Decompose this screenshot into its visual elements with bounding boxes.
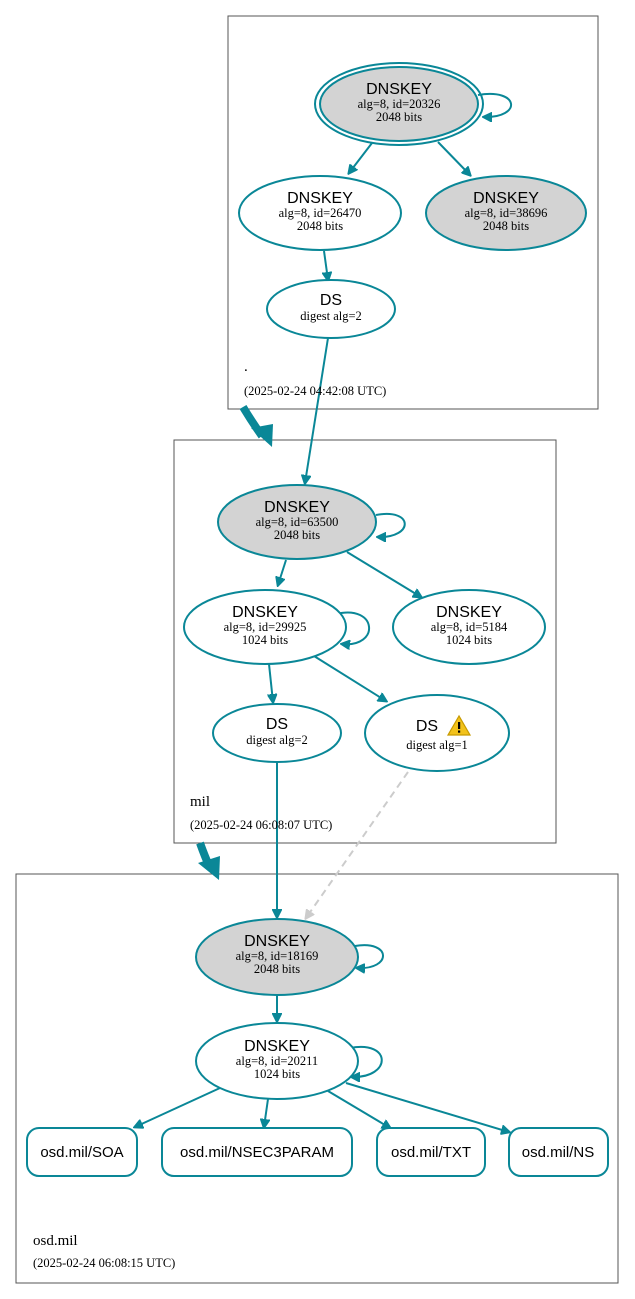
node-bits: 1024 bits — [446, 633, 492, 647]
node-alg-id: alg=8, id=38696 — [465, 206, 548, 220]
node-title: DS — [416, 718, 438, 735]
warning-icon — [446, 714, 472, 736]
node-root-zsk1[interactable]: DNSKEY alg=8, id=26470 2048 bits — [238, 175, 402, 251]
edge-mil-zsk1-ds1 — [313, 655, 386, 701]
node-alg-id: alg=8, id=26470 — [279, 206, 362, 220]
ksk-ellipse — [319, 66, 479, 142]
edge-root-ds-mil-ksk — [305, 337, 329, 483]
edge-mil-ksk-zsk1 — [278, 559, 287, 585]
node-alg-id: alg=8, id=20211 — [236, 1054, 318, 1068]
node-title: DS — [266, 716, 288, 733]
node-title: DNSKEY — [366, 81, 432, 98]
edge-root-zsk1-ds — [324, 250, 328, 280]
edge-osd-zsk-ns — [345, 1082, 509, 1132]
rrset-label: osd.mil/TXT — [391, 1144, 471, 1161]
node-title: DNSKEY — [473, 190, 539, 207]
zone-mil-timestamp: (2025-02-24 06:08:07 UTC) — [190, 818, 332, 832]
node-mil-zsk1[interactable]: DNSKEY alg=8, id=29925 1024 bits — [183, 589, 347, 665]
node-bits: 2048 bits — [274, 528, 320, 542]
zone-osd-name: osd.mil — [33, 1233, 78, 1249]
node-alg-id: alg=8, id=5184 — [431, 620, 508, 634]
edge-root-ksk-zsk2 — [437, 141, 470, 175]
node-bits: 2048 bits — [254, 962, 300, 976]
edge-osd-ksk-self — [355, 944, 384, 968]
node-digest: digest alg=1 — [406, 738, 468, 752]
rrset-nsec3param[interactable]: osd.mil/NSEC3PARAM — [161, 1127, 353, 1177]
node-alg-id: alg=8, id=63500 — [256, 515, 339, 529]
node-osd-ksk[interactable]: DNSKEY alg=8, id=18169 2048 bits — [195, 918, 359, 996]
node-bits: 2048 bits — [376, 110, 422, 124]
node-root-ds[interactable]: DS digest alg=2 — [266, 279, 396, 339]
node-mil-ksk[interactable]: DNSKEY alg=8, id=63500 2048 bits — [217, 484, 377, 560]
rrset-soa[interactable]: osd.mil/SOA — [26, 1127, 138, 1177]
node-mil-ds2[interactable]: DS digest alg=2 — [212, 703, 342, 763]
rrset-label: osd.mil/NS — [522, 1144, 595, 1161]
node-alg-id: alg=8, id=20326 — [358, 97, 441, 111]
edge-root-ksk-zsk1 — [349, 142, 373, 173]
zone-osd-timestamp: (2025-02-24 06:08:15 UTC) — [33, 1256, 175, 1270]
node-title: DNSKEY — [244, 933, 310, 950]
rrset-label: osd.mil/NSEC3PARAM — [180, 1144, 334, 1161]
edge-mil-zsk1-self — [335, 611, 370, 645]
node-root-ksk[interactable]: DNSKEY alg=8, id=20326 2048 bits — [314, 62, 484, 146]
node-bits: 1024 bits — [242, 633, 288, 647]
edge-mil-ksk-zsk2 — [346, 551, 421, 597]
node-title: DS — [320, 292, 342, 309]
edge-osd-zsk-soa — [135, 1087, 221, 1127]
node-root-zsk2[interactable]: DNSKEY alg=8, id=38696 2048 bits — [425, 175, 587, 251]
node-digest: digest alg=2 — [300, 309, 362, 323]
node-digest: digest alg=2 — [246, 733, 308, 747]
rrset-ns[interactable]: osd.mil/NS — [508, 1127, 609, 1177]
edge-osd-zsk-txt — [327, 1090, 390, 1128]
edge-mil-ds1-osd-ksk — [306, 771, 409, 918]
node-title: DNSKEY — [232, 604, 298, 621]
delegation-arrow-mil-osd — [196, 841, 220, 880]
node-osd-zsk[interactable]: DNSKEY alg=8, id=20211 1024 bits — [195, 1022, 359, 1100]
node-alg-id: alg=8, id=29925 — [224, 620, 307, 634]
node-mil-zsk2[interactable]: DNSKEY alg=8, id=5184 1024 bits — [392, 589, 546, 665]
rrset-label: osd.mil/SOA — [40, 1144, 123, 1161]
node-title: DNSKEY — [287, 190, 353, 207]
node-mil-ds1[interactable]: DS digest alg=1 — [364, 694, 510, 772]
edge-root-ksk-self — [477, 92, 513, 117]
node-alg-id: alg=8, id=18169 — [236, 949, 319, 963]
node-title: DNSKEY — [244, 1038, 310, 1055]
node-bits: 2048 bits — [483, 219, 529, 233]
rrset-txt[interactable]: osd.mil/TXT — [376, 1127, 486, 1177]
zone-mil-name: mil — [190, 794, 210, 810]
zone-root-timestamp: (2025-02-24 04:42:08 UTC) — [244, 384, 386, 398]
zone-root-name: . — [244, 359, 248, 375]
node-title: DNSKEY — [264, 499, 330, 516]
node-bits: 2048 bits — [297, 219, 343, 233]
node-bits: 1024 bits — [254, 1067, 300, 1081]
delegation-arrow-root-mil — [239, 404, 273, 447]
edge-mil-ksk-self — [375, 512, 406, 537]
node-title: DNSKEY — [436, 604, 502, 621]
edge-osd-zsk-nsec3param — [264, 1098, 268, 1127]
edge-mil-zsk1-ds2 — [269, 663, 273, 702]
edge-osd-zsk-self — [349, 1045, 383, 1077]
